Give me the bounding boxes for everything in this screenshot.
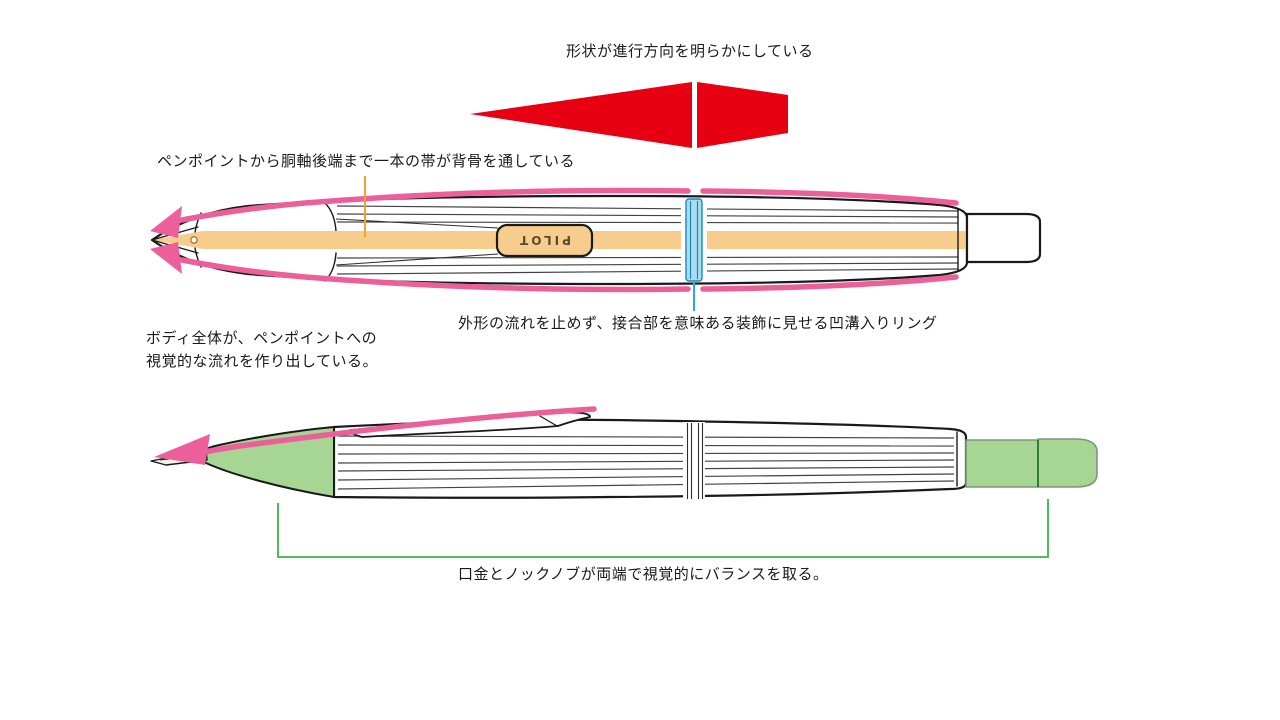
flow-arrow-bottom-left xyxy=(179,257,691,293)
flow-arrow-bottom-right xyxy=(700,274,959,292)
center-ring-bottom-pen xyxy=(683,422,705,500)
bottom-pen-knock-knob xyxy=(965,438,1098,488)
flow-arrowhead-bottom xyxy=(150,242,182,274)
flow-arrow-top-left xyxy=(179,187,691,223)
label-balance: 口金とノックノブが両端で視覚的にバランスを取る。 xyxy=(458,566,829,583)
label-spine-band: ペンポイントから胴軸後端まで一本の帯が背骨を通している xyxy=(157,153,576,170)
bottom-pen-side-view xyxy=(150,411,1098,500)
top-pen-flow-arrows xyxy=(150,187,959,293)
red-direction-shape xyxy=(470,82,788,148)
center-ring-top-pen xyxy=(681,198,707,282)
flow-arrowhead-lower-pen xyxy=(154,434,210,465)
red-direction-shape-front xyxy=(470,82,692,148)
pilot-logo: PILOT xyxy=(517,233,571,247)
flow-arrowhead-top xyxy=(150,206,182,238)
balance-bracket xyxy=(277,499,1049,558)
clip-logo-plate: PILOT xyxy=(495,223,594,258)
label-body-flow: ボディ全体が、ペンポイントへの 視覚的な流れを作り出している。 xyxy=(146,327,378,373)
top-pen-hood-back-top xyxy=(324,202,337,232)
label-direction: 形状が進行方向を明らかにしている xyxy=(566,43,814,60)
red-direction-shape-tail xyxy=(697,82,788,148)
top-pen-clip-neck-top xyxy=(335,218,499,229)
top-pen-clip-neck-bottom xyxy=(335,253,499,266)
label-ring: 外形の流れを止めず、接合部を意味ある装飾に見せる凹溝入りリング xyxy=(458,315,938,332)
nib-breather-hole xyxy=(190,236,198,244)
top-pen-flutes xyxy=(336,205,959,275)
bottom-pen-flutes xyxy=(337,435,955,490)
flow-arrow-top-right xyxy=(700,188,959,206)
top-pen-top-view: PILOT xyxy=(150,194,1042,286)
label-body-flow-line2: 視覚的な流れを作り出している。 xyxy=(146,353,379,370)
flow-arrow-lower-pen xyxy=(201,406,597,455)
bottom-pen-flow-arrow xyxy=(154,406,597,465)
label-body-flow-line1: ボディ全体が、ペンポイントへの xyxy=(146,330,378,347)
top-pen-knock-knob xyxy=(965,212,1042,264)
